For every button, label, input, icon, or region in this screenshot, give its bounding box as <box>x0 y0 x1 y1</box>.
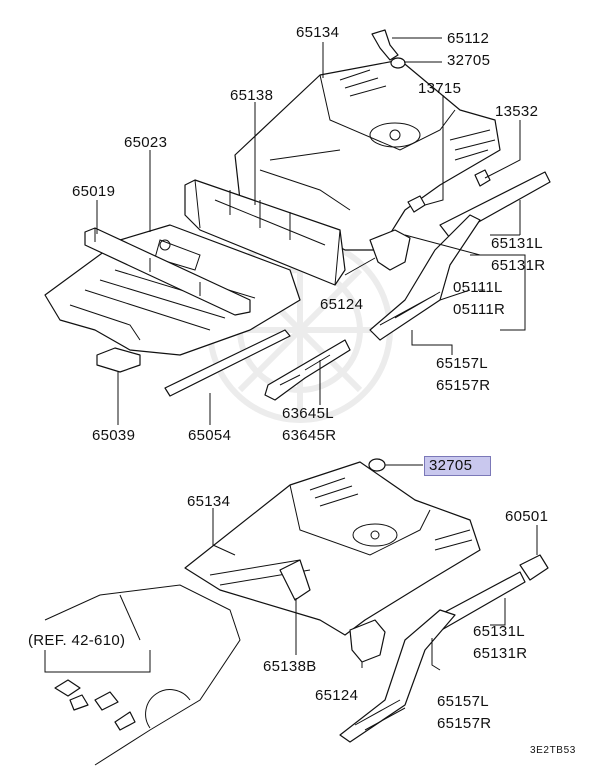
sill-65054 <box>164 329 291 397</box>
crossmember-65138B <box>279 559 311 601</box>
sill-65157-bottom <box>339 609 456 743</box>
ref-panel-4 <box>69 694 89 711</box>
bracket-65039 <box>96 347 141 373</box>
sill-65157-top <box>369 214 481 341</box>
label-65124-top[interactable]: 65124 <box>320 296 364 313</box>
label-65131L-top[interactable]: 65131L <box>491 235 543 252</box>
label-32705-highlighted[interactable]: 32705 <box>424 456 492 476</box>
label-60501[interactable]: 60501 <box>505 508 549 525</box>
label-65157R-bottom[interactable]: 65157R <box>437 715 492 732</box>
nut-32705-top <box>390 57 406 69</box>
label-65134-top[interactable]: 65134 <box>296 24 340 41</box>
bracket-65124-top <box>369 229 411 271</box>
label-05111R[interactable]: 05111R <box>453 301 506 318</box>
reinforcement-63645 <box>264 339 351 401</box>
floor-pan-rear-bottom <box>184 461 481 636</box>
ref-panel-1 <box>54 679 81 697</box>
crossmember-65138 <box>184 179 346 286</box>
ref-panel-3 <box>114 711 136 731</box>
label-65134-bottom[interactable]: 65134 <box>187 493 231 510</box>
clip-13532 <box>474 169 491 187</box>
label-65131R-bottom[interactable]: 65131R <box>473 645 528 662</box>
bracket-65112 <box>371 29 399 61</box>
label-65054[interactable]: 65054 <box>188 427 232 444</box>
label-63645R[interactable]: 63645R <box>282 427 337 444</box>
car-outline <box>44 584 241 766</box>
label-05111L[interactable]: 05111L <box>453 279 503 296</box>
label-ref-42-610[interactable]: (REF. 42-610) <box>28 632 126 649</box>
label-65157R-top[interactable]: 65157R <box>436 377 491 394</box>
label-65124-bottom[interactable]: 65124 <box>315 687 359 704</box>
label-65112[interactable]: 65112 <box>447 30 490 47</box>
label-65138B[interactable]: 65138B <box>263 658 317 675</box>
floor-pan-front <box>44 224 301 356</box>
diagram-code: 3E2TB53 <box>530 745 576 756</box>
ref-panel-2 <box>94 691 119 711</box>
label-13715[interactable]: 13715 <box>418 80 462 97</box>
label-65138[interactable]: 65138 <box>230 87 274 104</box>
label-65131L-bottom[interactable]: 65131L <box>473 623 525 640</box>
bracket-60501 <box>519 554 549 581</box>
label-65019[interactable]: 65019 <box>72 183 116 200</box>
label-65039[interactable]: 65039 <box>92 427 136 444</box>
nut-32705-bottom <box>368 458 386 472</box>
label-65023[interactable]: 65023 <box>124 134 168 151</box>
leader-lines <box>96 37 538 671</box>
label-65157L-top[interactable]: 65157L <box>436 355 488 372</box>
label-13532[interactable]: 13532 <box>495 103 539 120</box>
label-65157L-bottom[interactable]: 65157L <box>437 693 489 710</box>
label-32705-top[interactable]: 32705 <box>447 52 491 69</box>
label-63645L[interactable]: 63645L <box>282 405 334 422</box>
label-65131R-top[interactable]: 65131R <box>491 257 546 274</box>
bracket-65124-bottom <box>349 619 386 663</box>
